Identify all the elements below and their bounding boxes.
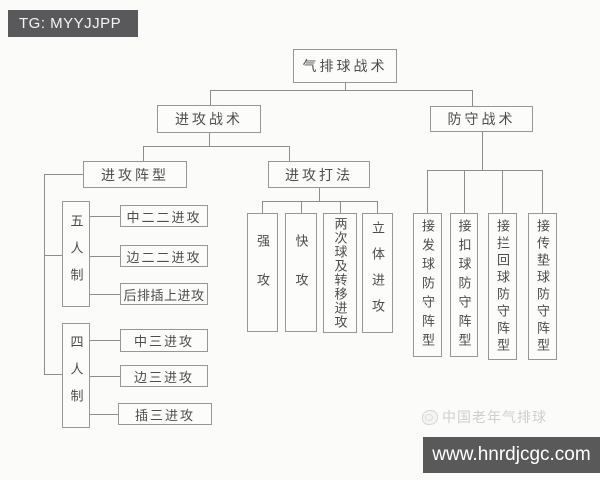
connector: [542, 170, 543, 213]
connector: [90, 256, 120, 257]
connector: [427, 170, 428, 213]
tg-watermark-badge: TG: MYYJJPP: [8, 10, 138, 37]
node-root: 气排球战术: [293, 49, 397, 83]
node-playstyle-3d: 立体进攻: [362, 213, 393, 333]
connector: [482, 132, 483, 170]
playstyle-quick-label: 快攻: [293, 233, 309, 312]
connector: [90, 376, 120, 377]
brand-logo-icon: [422, 409, 438, 425]
node-attack-mid22: 中二二进攻: [120, 205, 208, 227]
brand-watermark-text: 中国老年气排球: [442, 409, 547, 425]
connector: [340, 201, 341, 213]
connector: [90, 340, 120, 341]
connector: [90, 294, 120, 295]
node-playstyle-quick: 快攻: [285, 213, 317, 332]
connector: [301, 201, 302, 213]
connector: [262, 201, 263, 213]
playstyle-secondball-label: 两次球及转移进攻: [332, 217, 348, 329]
node-four-player-system: 四人制: [62, 323, 90, 428]
connector: [210, 90, 211, 105]
brand-watermark: 中国老年气排球: [422, 406, 582, 428]
defense-spike-receive-label: 接扣球防守阵型: [456, 218, 472, 352]
connector: [319, 188, 320, 201]
connector: [289, 146, 290, 161]
node-attack-side22: 边二二进攻: [120, 245, 208, 267]
connector: [262, 201, 377, 202]
connector: [44, 174, 83, 175]
defense-pass-dig-label: 接传垫球防守阵型: [535, 218, 550, 355]
node-playstyle-power: 强攻: [247, 213, 278, 332]
connector: [502, 170, 503, 213]
node-attack-mid3: 中三进攻: [120, 329, 208, 352]
connector: [210, 90, 472, 91]
node-attack-backrow: 后排插上进攻: [120, 283, 208, 305]
node-attack-insert3: 插三进攻: [118, 403, 212, 425]
node-five-player-system: 五人制: [62, 201, 90, 307]
playstyle-power-label: 强攻: [255, 233, 270, 312]
node-offense-tactics: 进攻战术: [157, 105, 261, 133]
node-defense-spike-receive: 接扣球防守阵型: [450, 213, 478, 357]
four-player-label: 四人制: [68, 335, 84, 416]
connector: [464, 170, 465, 213]
node-defense-tactics: 防守战术: [430, 106, 533, 132]
node-offense-formation: 进攻阵型: [83, 161, 187, 188]
playstyle-3d-label: 立体进攻: [370, 221, 385, 325]
defense-block-return-label: 接拦回球防守阵型: [495, 218, 510, 355]
node-attack-side3: 边三进攻: [120, 365, 208, 387]
node-playstyle-secondball: 两次球及转移进攻: [323, 213, 357, 333]
connector: [345, 83, 346, 90]
five-player-label: 五人制: [68, 213, 84, 295]
connector: [44, 174, 45, 374]
connector: [90, 216, 120, 217]
node-defense-block-return: 接拦回球防守阵型: [488, 213, 517, 360]
node-offense-playstyle: 进攻打法: [268, 161, 370, 188]
connector: [90, 414, 118, 415]
connector: [143, 146, 144, 161]
connector: [472, 90, 473, 106]
node-defense-serve-receive: 接发球防守阵型: [413, 213, 442, 357]
defense-serve-receive-label: 接发球防守阵型: [420, 218, 435, 352]
connector: [209, 133, 210, 146]
node-defense-pass-dig: 接传垫球防守阵型: [528, 213, 557, 360]
connector: [143, 146, 289, 147]
connector: [377, 201, 378, 213]
connector: [44, 374, 62, 375]
connector: [427, 170, 542, 171]
connector: [44, 255, 62, 256]
url-watermark-bar: www.hnrdjcgc.com: [423, 437, 600, 473]
